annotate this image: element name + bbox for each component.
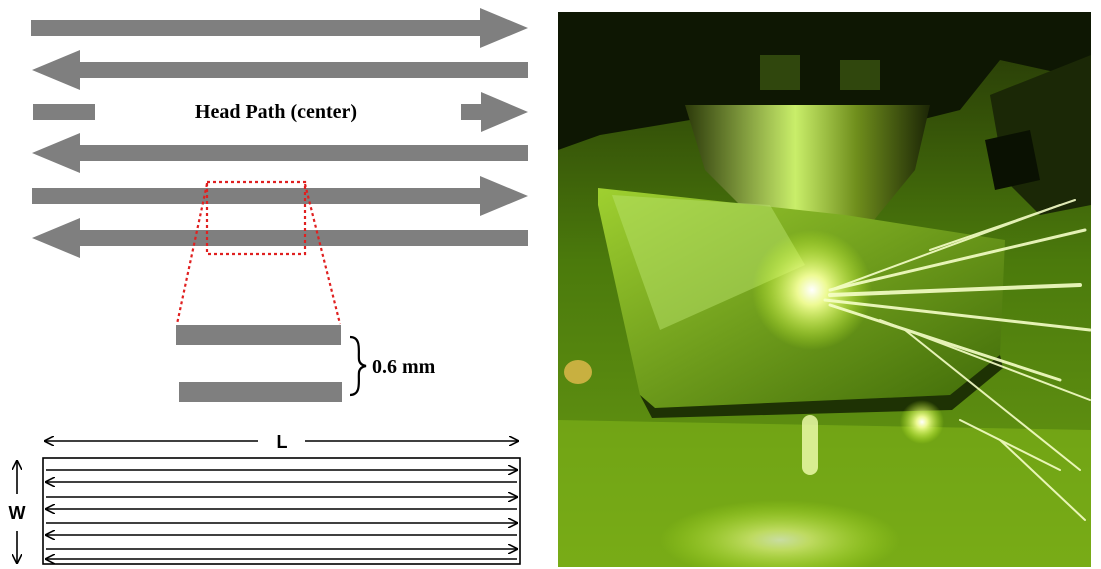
- scan-arrow-right-2-tail: [33, 104, 95, 120]
- scan-pattern: [17, 441, 521, 565]
- spacing-label: 0.6 mm: [372, 356, 436, 378]
- scan-arrow-right-3: [32, 176, 528, 216]
- track-lower: [179, 382, 342, 402]
- scan-arrow-left-2: [32, 133, 528, 173]
- scan-area-box: [42, 457, 521, 565]
- raster-scan-lines: [46, 470, 517, 559]
- scan-arrow-right-2-head: [461, 92, 528, 132]
- scan-arrow-left-1: [32, 50, 528, 90]
- zoom-line-left: [175, 183, 209, 325]
- scan-arrow-right-1: [31, 8, 528, 48]
- spacing-brace: [349, 335, 367, 397]
- track-upper: [176, 325, 341, 345]
- zoom-indicator: [175, 180, 342, 325]
- head-path-label: Head Path (center): [195, 101, 357, 123]
- zoom-box: [205, 180, 307, 256]
- magnified-tracks: [176, 325, 342, 402]
- laser-deposition-photo: [558, 12, 1091, 567]
- scan-arrow-left-3: [32, 218, 528, 258]
- length-label: L: [277, 432, 288, 452]
- head-path-arrows: [31, 8, 528, 258]
- width-label: W: [9, 503, 26, 523]
- zoom-line-right: [303, 183, 342, 325]
